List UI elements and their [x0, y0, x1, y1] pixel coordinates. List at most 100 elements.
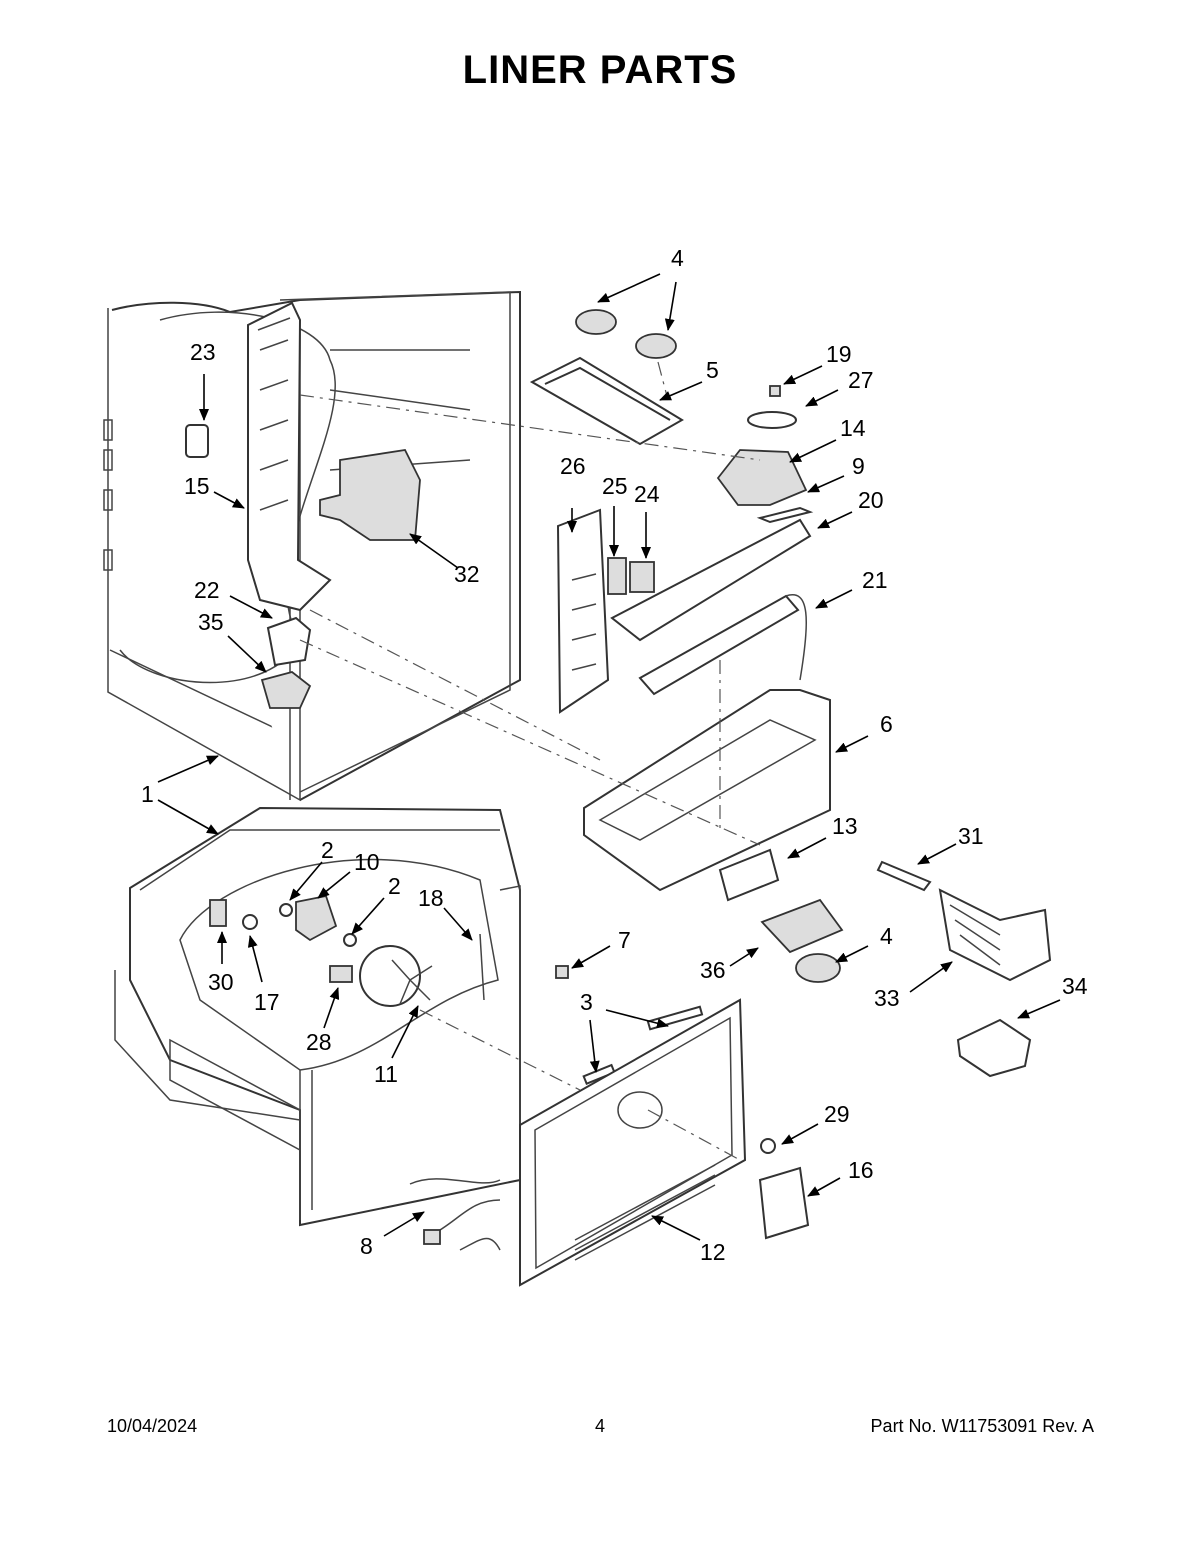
callout-25: 25	[602, 473, 628, 499]
arrow-28	[323, 987, 340, 1029]
arrow-1a	[157, 755, 219, 783]
callout-2b: 2	[388, 873, 401, 899]
part-36-grille	[760, 898, 844, 954]
arrow-2b	[351, 897, 385, 935]
callout-22: 22	[194, 577, 220, 603]
arrow-16	[651, 1215, 701, 1241]
callout-35: 35	[198, 609, 224, 635]
part-27-cover	[747, 411, 797, 429]
callout-33: 33	[874, 985, 900, 1011]
part-23-bracket	[185, 424, 209, 458]
part-16-back-panel	[519, 998, 747, 1287]
arrow-4c	[835, 945, 869, 963]
part-31-rod	[876, 860, 932, 892]
arrow-21	[815, 589, 853, 609]
footer-page-number: 4	[594, 1416, 605, 1436]
callout-24: 24	[634, 481, 660, 507]
callout-7: 7	[618, 927, 631, 953]
part-2-washer-b	[343, 933, 357, 947]
arrow-10	[317, 871, 351, 899]
callout-labels: 4 5 19 27 14 9 20 21 26 25 24 23 15 32 2…	[141, 245, 1088, 1265]
arrow-7	[571, 945, 611, 969]
callout-arrows	[157, 273, 1061, 1241]
callout-32: 32	[454, 561, 480, 587]
part-35-damper	[260, 671, 312, 709]
callout-8: 8	[360, 1233, 373, 1259]
callout-4c: 4	[880, 923, 893, 949]
footer-date: 10/04/2024	[107, 1416, 198, 1436]
callout-21: 21	[862, 567, 888, 593]
part-14-air-duct	[247, 301, 332, 612]
callout-36: 36	[700, 957, 726, 983]
arrow-9	[807, 475, 845, 493]
callout-30: 30	[208, 969, 234, 995]
part-30-bracket	[209, 899, 227, 927]
arrow-6	[835, 735, 869, 753]
callout-4a: 4	[671, 245, 684, 271]
callout-16-label: 12	[700, 1239, 726, 1265]
callout-11: 11	[374, 1061, 398, 1087]
callout-27: 27	[848, 367, 874, 393]
callout-15: 17	[254, 989, 280, 1015]
arrow-4a	[597, 273, 661, 303]
part-17-housing	[758, 1166, 810, 1240]
part-25-filter	[607, 557, 627, 595]
part-9-strip	[756, 506, 814, 524]
callout-34: 34	[1062, 973, 1088, 999]
arrow-35	[227, 635, 267, 673]
callout-3a: 3	[580, 989, 593, 1015]
callout-28: 28	[306, 1029, 332, 1055]
arrow-4b	[664, 281, 677, 331]
part-26-panel	[556, 508, 610, 714]
page-title: LINER PARTS	[462, 48, 738, 92]
part-4-top-left	[575, 309, 617, 335]
callout-6: 6	[880, 711, 893, 737]
arrow-31	[917, 843, 957, 865]
part-6-housing	[583, 689, 831, 892]
arrow-11	[391, 1005, 419, 1059]
arrow-29	[781, 1123, 819, 1145]
arrow-18	[443, 907, 473, 941]
part-32-ice-bin	[319, 449, 421, 541]
part-shroud-ring	[359, 945, 421, 1007]
callout-18: 18	[418, 885, 444, 911]
arrow-12	[789, 439, 837, 463]
callout-5: 5	[706, 357, 719, 383]
arrow-5	[659, 381, 703, 401]
part-21-tube	[638, 594, 808, 696]
arrow-20	[817, 511, 853, 529]
part-4-lower	[795, 953, 841, 983]
part-29-screw	[760, 1138, 776, 1154]
arrow-22	[229, 595, 273, 619]
arrow-17	[807, 1177, 841, 1197]
arrow-3b	[589, 1019, 600, 1073]
freezer-liner	[114, 806, 521, 1227]
part-11-fan-blade	[391, 959, 433, 1005]
part-15-screw	[242, 914, 258, 930]
part-33-ice-maker	[938, 888, 1052, 982]
arrow-2a	[289, 861, 323, 901]
part-4-top-right	[635, 333, 677, 359]
arrow-3a	[605, 1009, 669, 1029]
part-34-bin	[956, 1018, 1032, 1078]
callout-17: 16	[848, 1157, 874, 1183]
arrow-19	[783, 365, 823, 385]
part-24-filter	[629, 561, 655, 593]
part-19-clip	[769, 385, 781, 397]
callout-13: 13	[832, 813, 858, 839]
part-7-clip	[555, 965, 569, 979]
footer-part-number: Part No. W11753091 Rev. A	[870, 1416, 1094, 1436]
callout-14: 15	[184, 473, 210, 499]
part-28-clip	[329, 965, 353, 983]
callout-23: 23	[190, 339, 216, 365]
part-13-cover	[718, 848, 780, 902]
callout-1: 1	[141, 781, 154, 807]
fresh-food-liner	[103, 290, 521, 802]
part-18-sensor	[479, 933, 485, 1001]
callout-2a: 2	[321, 837, 334, 863]
arrow-13	[787, 837, 827, 859]
callout-10: 10	[354, 849, 380, 875]
callout-29: 29	[824, 1101, 850, 1127]
arrow-1b	[157, 799, 219, 835]
callout-9: 9	[852, 453, 865, 479]
